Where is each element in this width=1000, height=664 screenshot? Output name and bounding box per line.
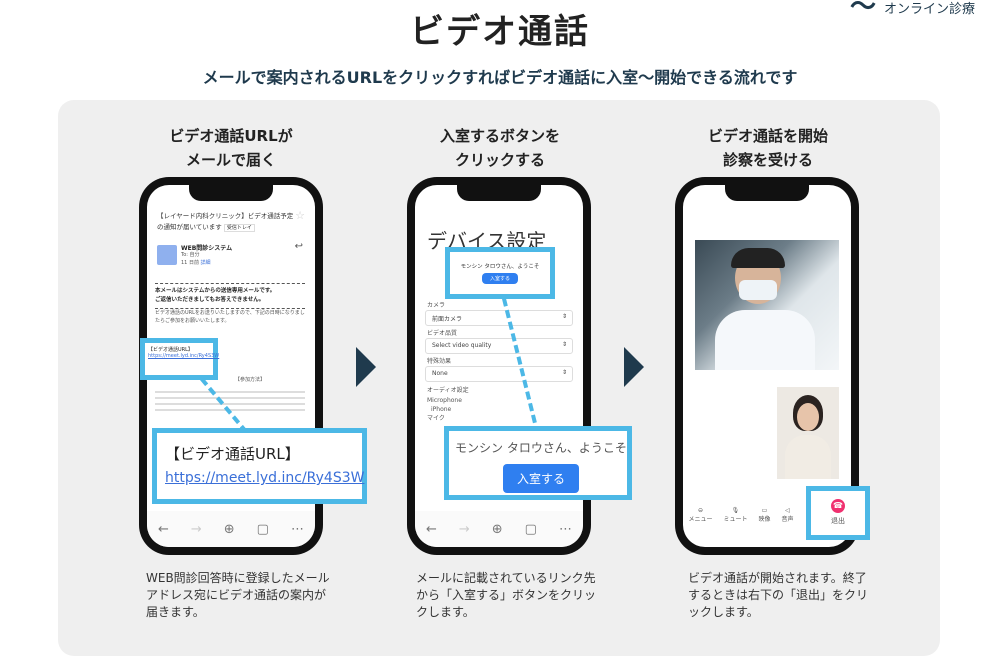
forward-icon[interactable]: → [190,521,202,537]
tabs-icon[interactable]: ▢ [256,521,269,537]
hang-up-icon: ☎ [831,499,845,513]
inbox-label: 受信トレイ [223,224,255,232]
phone-video-call: ⊖ メニュー 🎙 ミュート ▭ 映像 ◁ 音声 [675,177,859,555]
menu-control[interactable]: ⊖ メニュー [688,507,712,523]
microphone-icon: 🎙 [731,507,740,514]
camera-label: カメラ [427,302,446,309]
email-time: 11 日前 [181,260,199,266]
heading-line: 診察を受ける [722,151,813,169]
leave-label: 退出 [831,517,845,525]
new-tab-icon[interactable]: ⊕ [491,521,503,537]
mic-select[interactable]: iPhone [431,406,452,413]
detail-link[interactable]: 詳細 [200,260,211,266]
step2-description: メールに記載されているリンク先から「入室する」ボタンをクリックします。 [416,571,597,619]
control-label: 映像 [758,516,771,523]
url-heading-small: 【ビデオ通話URL】 [148,347,193,353]
effect-label: 特殊効果 [427,358,452,365]
step1-heading: ビデオ通話URLがメールで届く [116,124,346,172]
next-arrow-icon [356,347,376,387]
email-subject: 【レイヤード内科クリニック】ビデオ通話予定の通知が届いています [157,212,294,231]
control-label: メニュー [688,516,713,523]
subtitle: メールで案内されるURLをクリックすればビデオ通話に入室〜開始できる流れです [202,68,798,87]
call-screen: ⊖ メニュー 🎙 ミュート ▭ 映像 ◁ 音声 [683,185,851,547]
heading-line: ビデオ通話URLが [169,127,293,145]
email-sender: WEB問診システム [181,245,233,252]
control-label: 音声 [781,516,794,523]
control-label: ミュート [723,516,748,523]
new-tab-icon[interactable]: ⊕ [223,521,235,537]
welcome-text-small: モンシン タロウさん、ようこそ [460,264,540,270]
camera-select[interactable]: 前面カメラ [425,310,573,326]
phone-notch [725,185,809,201]
browser-navbar: ← → ⊕ ▢ ⋯ [415,511,583,547]
method-heading: 【参加方法】 [235,377,266,383]
enter-button-small[interactable]: 入室する [482,273,518,284]
camera-icon: ▭ [761,507,768,514]
forward-icon[interactable]: → [458,521,470,537]
video-control[interactable]: ▭ 映像 [758,507,770,523]
page-title: ビデオ通話 [410,12,590,52]
quality-label: ビデオ品質 [427,330,458,337]
mute-control[interactable]: 🎙 ミュート [723,507,747,523]
back-icon[interactable]: ← [157,521,169,537]
speaker-icon: ◁ [785,507,790,514]
url-highlight-small: 【ビデオ通話URL】https://meet.lyd.inc/Ry4S3W [140,338,220,380]
leave-button[interactable]: ☎ 退出 [806,486,870,540]
welcome-highlight: モンシン タロウさん、ようこそ入室する [444,426,632,500]
tabs-icon[interactable]: ▢ [524,521,537,537]
step3-heading: ビデオ通話を開始診察を受ける [653,124,883,172]
email-body: ビデオ通話のURLをお送りいたしますので、下記の日時になりましたらご参加をお願い… [155,310,305,324]
welcome-text: モンシン タロウさん、ようこそ [455,441,627,455]
logo-text: オンライン診療 [884,1,976,17]
url-highlight: 【ビデオ通話URL】 https://meet.lyd.inc/Ry4S3W [152,428,367,504]
step1-description: WEB問診回答時に登録したメールアドレス宛にビデオ通話の案内が届きます。 [146,571,330,619]
audio-label: オーディオ設定 [427,387,469,394]
logo-wave-icon: 〜 [850,0,877,22]
url-link-small[interactable]: https://meet.lyd.inc/Ry4S3W [148,353,220,359]
next-arrow-icon [624,347,644,387]
heading-line: メールで届く [185,151,276,169]
menu-icon: ⊖ [697,507,703,514]
audio-control[interactable]: ◁ 音声 [781,507,793,523]
logo: 〜オンライン診療 [850,0,975,20]
step3-description: ビデオ通話が開始されます。終了するときは右下の「退出」をクリックします。 [688,571,869,619]
notice-line: 本メールはシステムからの送信専用メールです。 [155,288,276,294]
mic-level-label: マイク [427,415,445,422]
email-to: To: 自分 [181,252,200,258]
more-icon[interactable]: ⋯ [290,521,304,537]
back-icon[interactable]: ← [425,521,437,537]
reply-icon[interactable]: ↩ [294,241,303,252]
welcome-highlight-small: モンシン タロウさん、ようこそ入室する [445,247,555,299]
quality-select[interactable]: Select video quality [425,338,573,354]
heading-line: クリックする [454,151,545,169]
browser-navbar: ← → ⊕ ▢ ⋯ [147,511,315,547]
phone-notch [189,185,273,201]
mic-label: Microphone [427,397,462,404]
heading-line: 入室するボタンを [439,127,560,145]
video-url-link[interactable]: https://meet.lyd.inc/Ry4S3W [165,470,365,486]
heading-line: ビデオ通話を開始 [707,127,828,145]
url-heading: 【ビデオ通話URL】 [165,445,300,463]
star-icon[interactable]: ☆ [295,209,305,222]
doctor-video [695,240,839,370]
notice-line: ご返信いただきましてもお答えできません。 [155,297,265,303]
more-icon[interactable]: ⋯ [558,521,572,537]
effect-select[interactable]: None [425,366,573,382]
step2-heading: 入室するボタンをクリックする [385,124,615,172]
phone-notch [457,185,541,201]
patient-video [777,387,839,479]
avatar [157,245,177,265]
enter-room-button[interactable]: 入室する [503,464,579,493]
